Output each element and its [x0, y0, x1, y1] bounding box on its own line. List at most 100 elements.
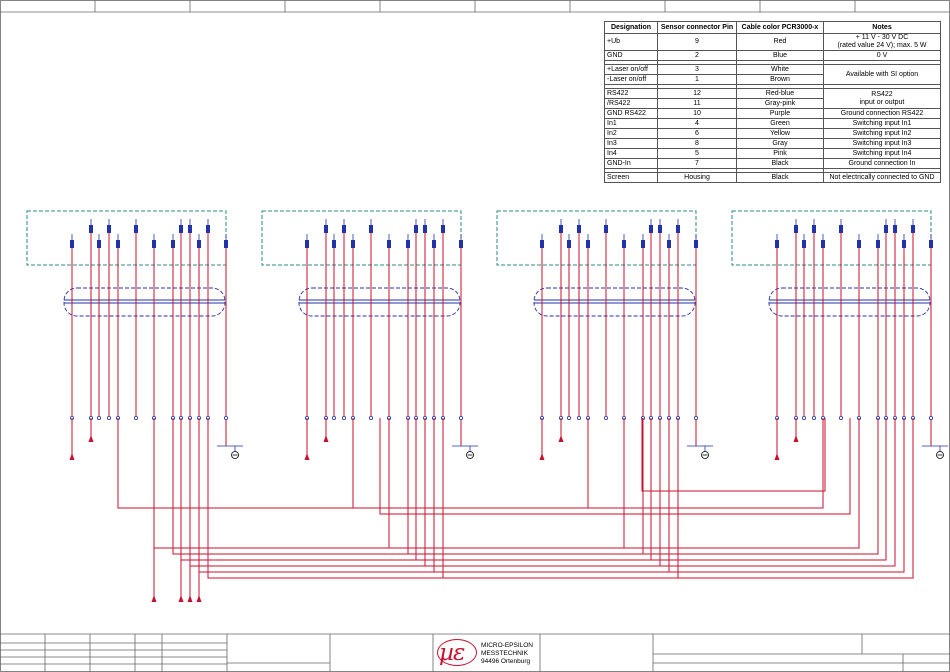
cell-pin: 11	[657, 98, 737, 109]
logo-ring	[437, 639, 477, 666]
terminal-dot	[133, 415, 138, 420]
pin-contact	[839, 225, 843, 233]
pin-contact	[641, 240, 645, 248]
cell-designation: In3	[604, 138, 658, 149]
pin-contact	[89, 225, 93, 233]
cell-designation: +Ub	[604, 33, 658, 51]
pin-contact	[667, 240, 671, 248]
cell-color: Red-blue	[736, 88, 824, 99]
cell-color: Yellow	[736, 128, 824, 139]
cell-designation: In4	[604, 148, 658, 159]
pin-contact	[97, 240, 101, 248]
cell-notes: Switching input In3	[823, 138, 941, 149]
cell-color: Brown	[736, 74, 824, 85]
cell-pin: 10	[657, 108, 737, 119]
pin-contact	[812, 225, 816, 233]
company-logo: µε MICRO-EPSILON MESSTECHNIK 94496 Orten…	[437, 638, 537, 670]
pin-contact	[676, 225, 680, 233]
arrow-head	[88, 435, 94, 442]
cell-pin: 7	[657, 158, 737, 169]
cell-designation: GND RS422	[604, 108, 658, 119]
cell-notes: Switching input In2	[823, 128, 941, 139]
arrow-head	[187, 595, 193, 602]
arrow-head	[69, 453, 75, 460]
terminal-dot	[802, 415, 807, 420]
connector-box	[496, 210, 697, 266]
bus-wire	[117, 418, 824, 509]
bus-wire	[207, 418, 914, 579]
terminal-dot	[341, 415, 346, 420]
pin-contact	[423, 225, 427, 233]
pin-contact	[893, 225, 897, 233]
cell-designation: Screen	[604, 172, 658, 183]
wire-bus	[117, 418, 914, 602]
arrow-head	[774, 453, 780, 460]
cell-color: Gray	[736, 138, 824, 149]
cell-designation: In1	[604, 118, 658, 129]
terminal-dot	[839, 415, 844, 420]
pin-contact	[441, 225, 445, 233]
cell-pin: 4	[657, 118, 737, 129]
pin-contact	[171, 240, 175, 248]
terminal-dot	[223, 415, 228, 420]
arrow-head	[178, 595, 184, 602]
sensor-2	[261, 210, 478, 460]
cable-shield	[768, 287, 931, 317]
pin-assignment-table: Designation Sensor connector Pin Cable c…	[604, 21, 941, 183]
pin-contact	[152, 240, 156, 248]
cell-color: Green	[736, 118, 824, 129]
pin-contact	[369, 225, 373, 233]
sensor-group	[26, 210, 948, 460]
pin-contact	[649, 225, 653, 233]
terminal-dot	[567, 415, 572, 420]
notes-text: 0 V	[876, 51, 888, 59]
notes-text: Switching input In3	[852, 139, 912, 147]
cell-notes: + 11 V - 30 V DC(rated value 24 V); max.…	[823, 33, 941, 51]
sensor-4	[731, 210, 948, 460]
pin-contact	[179, 225, 183, 233]
terminal-dot	[929, 415, 934, 420]
header-pin: Sensor connector Pin	[657, 21, 737, 34]
pin-contact	[305, 240, 309, 248]
cell-designation: GND	[604, 50, 658, 61]
cell-notes: Switching input In1	[823, 118, 941, 129]
cell-designation: GND-In	[604, 158, 658, 169]
cell-pin: Housing	[657, 172, 737, 183]
table-header-row: Designation Sensor connector Pin Cable c…	[604, 21, 941, 34]
cell-notes: 0 V	[823, 50, 941, 61]
pin-contact	[857, 240, 861, 248]
terminal-dot	[577, 415, 582, 420]
notes-text: Switching input In1	[852, 119, 912, 127]
bus-wire	[172, 418, 879, 555]
pin-contact	[559, 225, 563, 233]
pin-contact	[332, 240, 336, 248]
pin-contact	[224, 240, 228, 248]
pin-contact	[70, 240, 74, 248]
cell-pin: 1	[657, 74, 737, 85]
notes-text: RS422	[871, 90, 893, 98]
cell-color: Black	[736, 158, 824, 169]
connector-box	[731, 210, 932, 266]
cell-notes: Ground connection In	[823, 158, 941, 169]
company-division: MESSTECHNIK	[481, 650, 528, 657]
pin-contact	[188, 225, 192, 233]
pin-contact	[911, 225, 915, 233]
cable-shield	[533, 287, 696, 317]
cell-designation: /RS422	[604, 98, 658, 109]
bus-wire	[189, 418, 896, 567]
pin-contact	[540, 240, 544, 248]
cell-pin: 3	[657, 64, 737, 75]
company-address: MICRO-EPSILON MESSTECHNIK 94496 Ortenbur…	[481, 642, 533, 666]
pin-contact	[622, 240, 626, 248]
pin-contact	[351, 240, 355, 248]
arrow-head	[558, 435, 564, 442]
terminal-dot	[368, 415, 373, 420]
cell-notes: Ground connection RS422	[823, 108, 941, 119]
arrow-head	[793, 435, 799, 442]
company-name: MICRO-EPSILON	[481, 642, 534, 649]
